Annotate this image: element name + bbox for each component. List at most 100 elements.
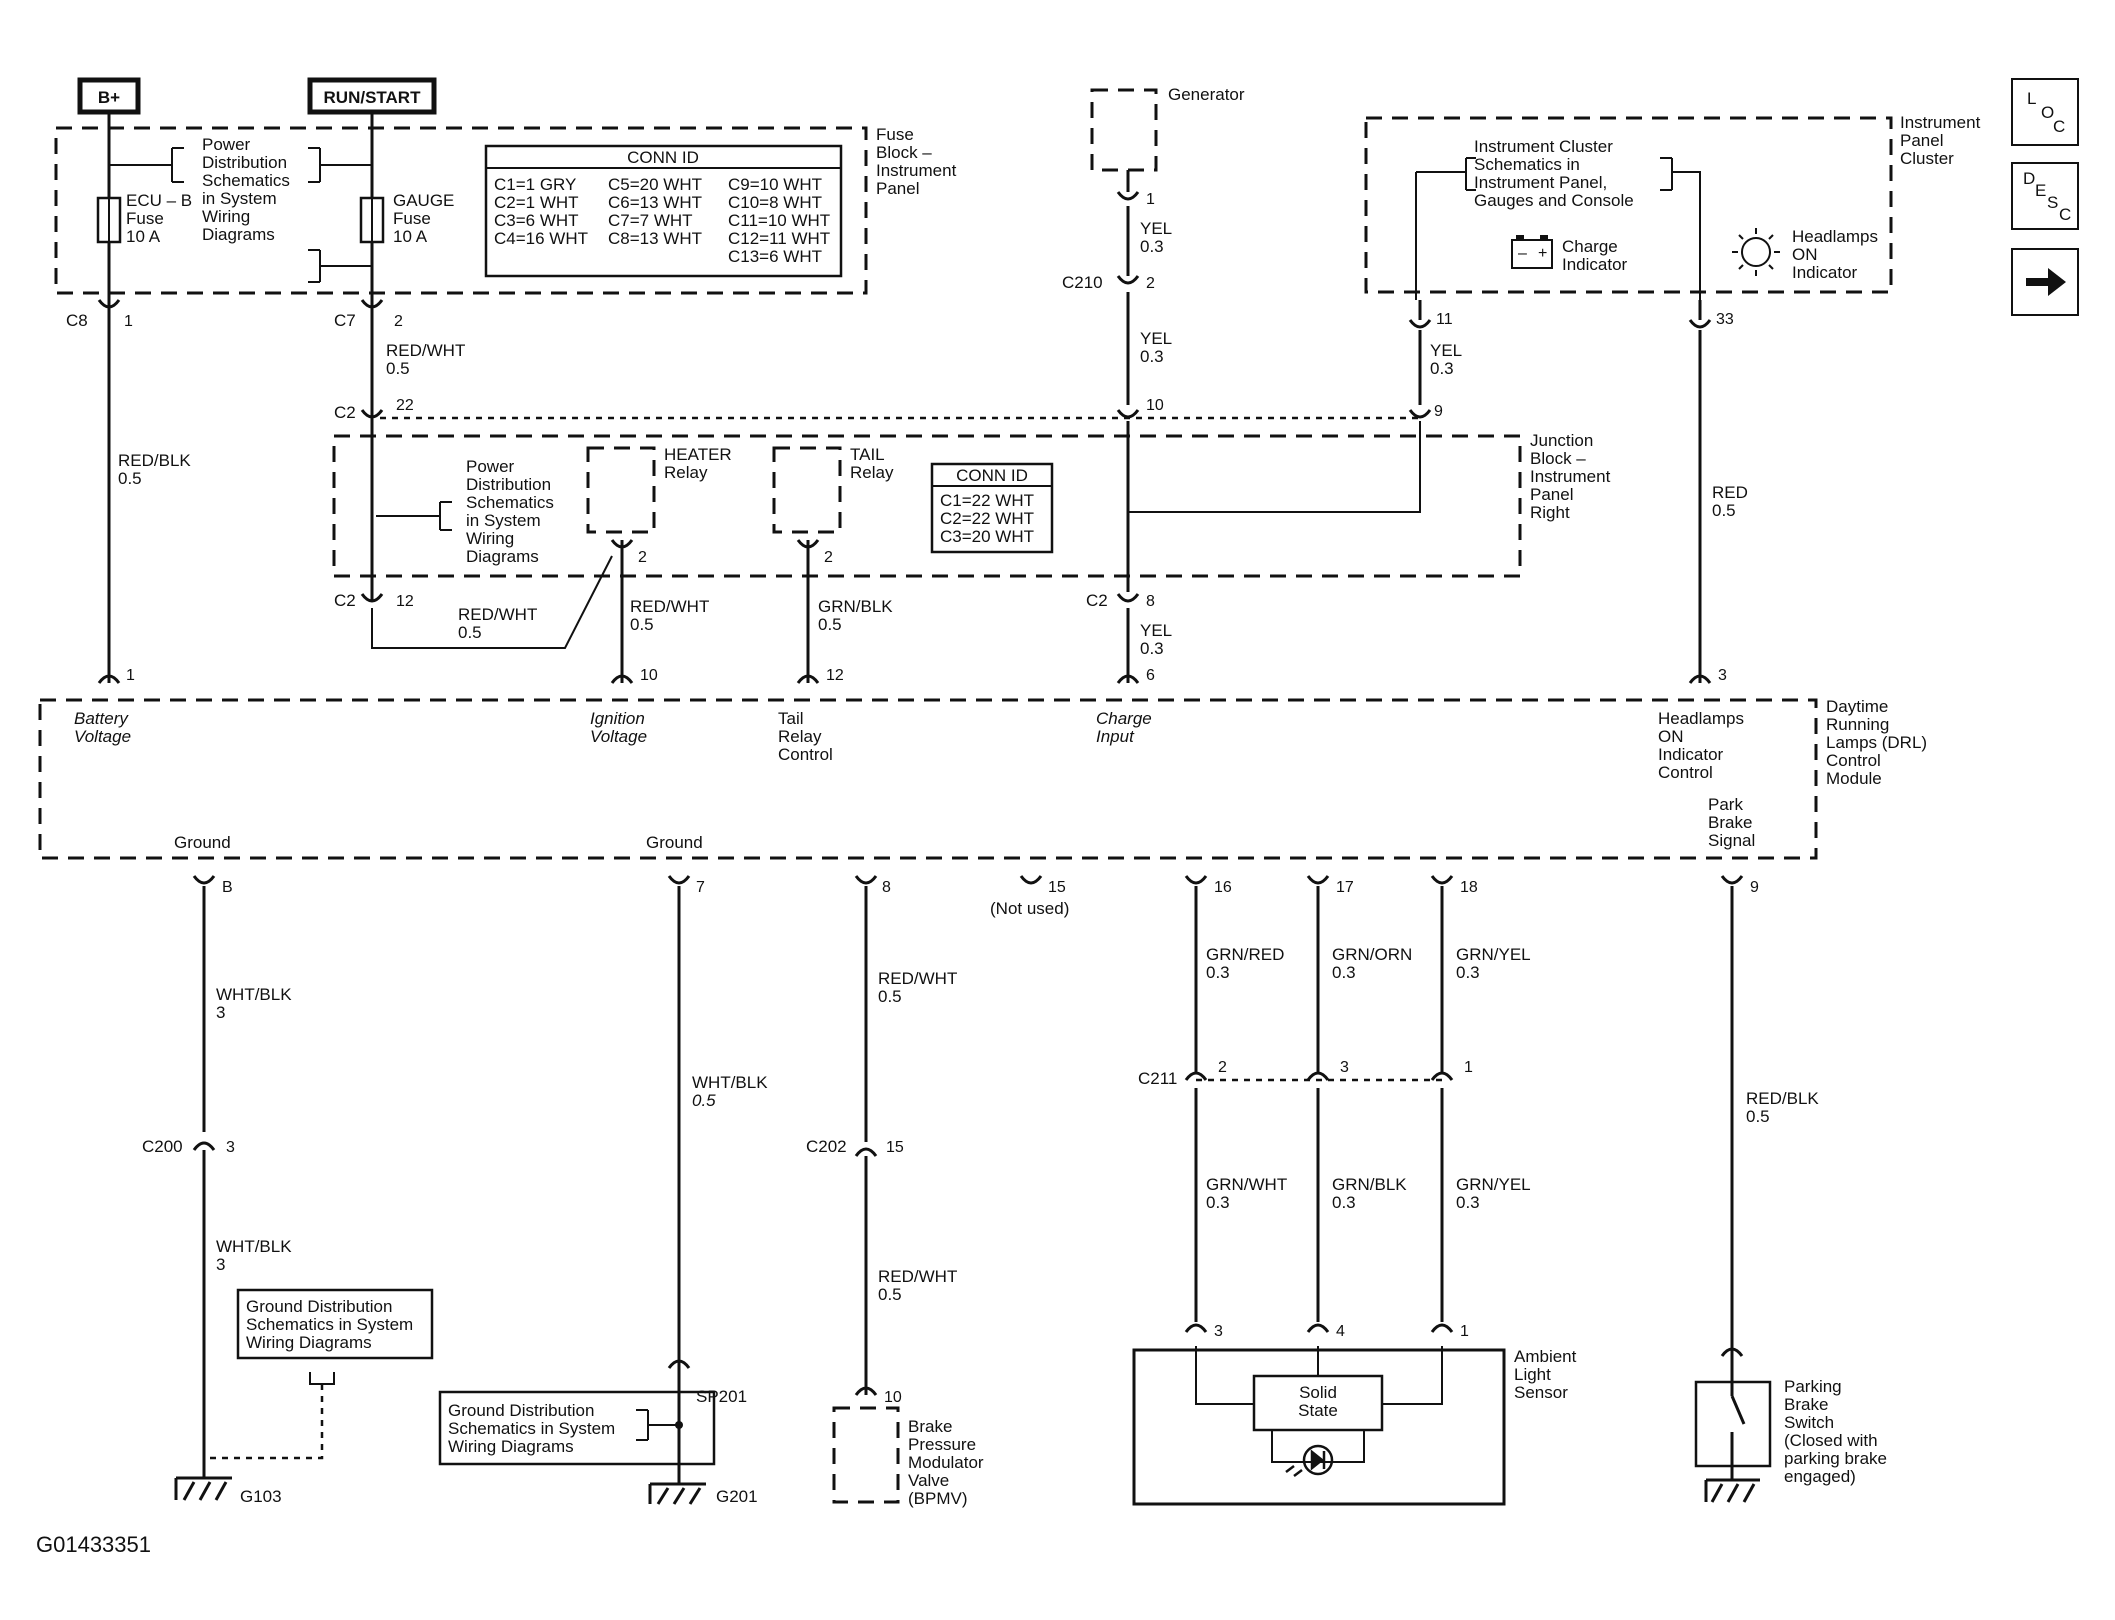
svg-text:C211: C211 (1138, 1069, 1177, 1088)
svg-text:C2: C2 (334, 403, 356, 422)
fuse-block-title: Fuse Block – Instrument Panel (876, 125, 957, 198)
svg-text:C3=6 WHT: C3=6 WHT (494, 211, 579, 230)
svg-text:10: 10 (884, 1389, 902, 1406)
bplus-terminal: B+ (77, 77, 141, 115)
svg-text:Input: Input (1096, 727, 1135, 746)
svg-text:GRN/WHT: GRN/WHT (1206, 1175, 1287, 1194)
svg-text:15: 15 (1048, 879, 1066, 896)
loc-icon: L O C (2027, 89, 2065, 136)
svg-text:C200: C200 (142, 1137, 183, 1156)
svg-text:Fuse: Fuse (126, 209, 164, 228)
svg-text:0.5: 0.5 (1746, 1107, 1770, 1126)
svg-text:Headlamps: Headlamps (1658, 709, 1744, 728)
svg-text:0.3: 0.3 (1140, 347, 1164, 366)
svg-text:WHT/BLK: WHT/BLK (216, 1237, 292, 1256)
svg-text:Cluster: Cluster (1900, 149, 1954, 168)
svg-text:parking brake: parking brake (1784, 1449, 1887, 1468)
svg-text:YEL: YEL (1140, 329, 1172, 348)
svg-text:Indicator: Indicator (1658, 745, 1724, 764)
svg-text:10: 10 (1146, 397, 1164, 414)
svg-text:3: 3 (1718, 667, 1727, 684)
svg-text:Ambient: Ambient (1514, 1347, 1577, 1366)
svg-text:0.3: 0.3 (1206, 1193, 1230, 1212)
fuse-block: Fuse Block – Instrument Panel Power Dist… (54, 112, 957, 300)
svg-text:GRN/ORN: GRN/ORN (1332, 945, 1412, 964)
svg-text:Running: Running (1826, 715, 1889, 734)
svg-text:GRN/RED: GRN/RED (1206, 945, 1284, 964)
arrow-right-icon (2026, 268, 2066, 296)
svg-text:Voltage: Voltage (74, 727, 131, 746)
svg-text:GAUGE: GAUGE (393, 191, 454, 210)
loc-button[interactable]: L O C (2011, 78, 2079, 146)
svg-text:9: 9 (1434, 403, 1443, 420)
svg-text:in System: in System (466, 511, 541, 530)
svg-text:1: 1 (1460, 1323, 1469, 1340)
svg-text:C2=22 WHT: C2=22 WHT (940, 509, 1034, 528)
svg-text:C4=16 WHT: C4=16 WHT (494, 229, 588, 248)
svg-text:16: 16 (1214, 879, 1232, 896)
headlamp-sun-icon (1732, 228, 1780, 276)
svg-text:Valve: Valve (908, 1471, 949, 1490)
svg-text:Brake: Brake (1784, 1395, 1828, 1414)
svg-text:0.3: 0.3 (1206, 963, 1230, 982)
svg-text:C210: C210 (1062, 273, 1103, 292)
svg-text:C1=22 WHT: C1=22 WHT (940, 491, 1034, 510)
svg-text:11: 11 (1436, 311, 1453, 328)
svg-text:Charge: Charge (1096, 709, 1152, 728)
svg-text:C2=1 WHT: C2=1 WHT (494, 193, 579, 212)
svg-text:8: 8 (882, 879, 891, 896)
svg-text:Pressure: Pressure (908, 1435, 976, 1454)
svg-text:Switch: Switch (1784, 1413, 1834, 1432)
svg-text:3: 3 (226, 1139, 235, 1156)
connector-labels: C8 1 C7 2 1 C210 2 11 33 C2 22 10 9 2 2 … (66, 191, 1759, 1406)
desc-button[interactable]: D E S C (2011, 162, 2079, 230)
svg-text:ON: ON (1658, 727, 1684, 746)
svg-text:HEATER: HEATER (664, 445, 732, 464)
svg-text:C10=8 WHT: C10=8 WHT (728, 193, 822, 212)
svg-text:0.5: 0.5 (1712, 501, 1736, 520)
svg-text:12: 12 (396, 593, 414, 610)
svg-text:G103: G103 (240, 1487, 282, 1506)
photodiode-icon (1285, 1444, 1334, 1477)
svg-text:RUN/START: RUN/START (324, 88, 422, 107)
junction-block-conn-id-table: CONN ID C1=22 WHT C2=22 WHT C3=20 WHT (930, 462, 1054, 554)
svg-text:Wiring Diagrams: Wiring Diagrams (246, 1333, 372, 1352)
heater-relay (586, 446, 656, 534)
svg-text:0.3: 0.3 (1456, 963, 1480, 982)
svg-text:RED/WHT: RED/WHT (386, 341, 465, 360)
svg-text:G201: G201 (716, 1487, 758, 1506)
svg-text:B: B (222, 879, 233, 896)
svg-text:Wiring Diagrams: Wiring Diagrams (448, 1437, 574, 1456)
svg-text:0.5: 0.5 (386, 359, 410, 378)
svg-text:C9=10 WHT: C9=10 WHT (728, 175, 822, 194)
svg-text:Block –: Block – (876, 143, 932, 162)
svg-text:0.5: 0.5 (818, 615, 842, 634)
generator: Generator (1090, 85, 1245, 172)
svg-text:Instrument: Instrument (1900, 113, 1981, 132)
svg-text:4: 4 (1336, 1323, 1345, 1340)
svg-text:Instrument Panel,: Instrument Panel, (1474, 173, 1607, 192)
svg-text:1: 1 (1464, 1059, 1473, 1076)
ground-distribution-left: Ground Distribution Schematics in System… (204, 1288, 434, 1460)
svg-text:+: + (1538, 245, 1547, 262)
svg-text:in System: in System (202, 189, 277, 208)
svg-text:8: 8 (1146, 593, 1155, 610)
fuse-block-conn-id-table: CONN ID C1=1 GRY C2=1 WHT C3=6 WHT C4=16… (484, 144, 843, 278)
svg-text:C2: C2 (1086, 591, 1108, 610)
svg-text:0.5: 0.5 (878, 1285, 902, 1304)
svg-text:Instrument: Instrument (876, 161, 957, 180)
svg-text:B+: B+ (98, 88, 120, 107)
svg-text:Brake: Brake (908, 1417, 952, 1436)
svg-text:Brake: Brake (1708, 813, 1752, 832)
svg-text:Ground: Ground (174, 833, 231, 852)
svg-text:22: 22 (396, 397, 414, 414)
svg-text:Park: Park (1708, 795, 1743, 814)
svg-text:Schematics: Schematics (202, 171, 290, 190)
svg-text:1: 1 (126, 667, 135, 684)
svg-text:10 A: 10 A (393, 227, 428, 246)
instrument-panel-cluster: Instrument Panel Cluster Instrument Clus… (1364, 113, 1981, 300)
svg-text:Ground Distribution: Ground Distribution (246, 1297, 392, 1316)
svg-text:C12=11 WHT: C12=11 WHT (728, 229, 830, 248)
svg-text:Schematics in System: Schematics in System (246, 1315, 413, 1334)
next-button[interactable] (2011, 248, 2079, 316)
